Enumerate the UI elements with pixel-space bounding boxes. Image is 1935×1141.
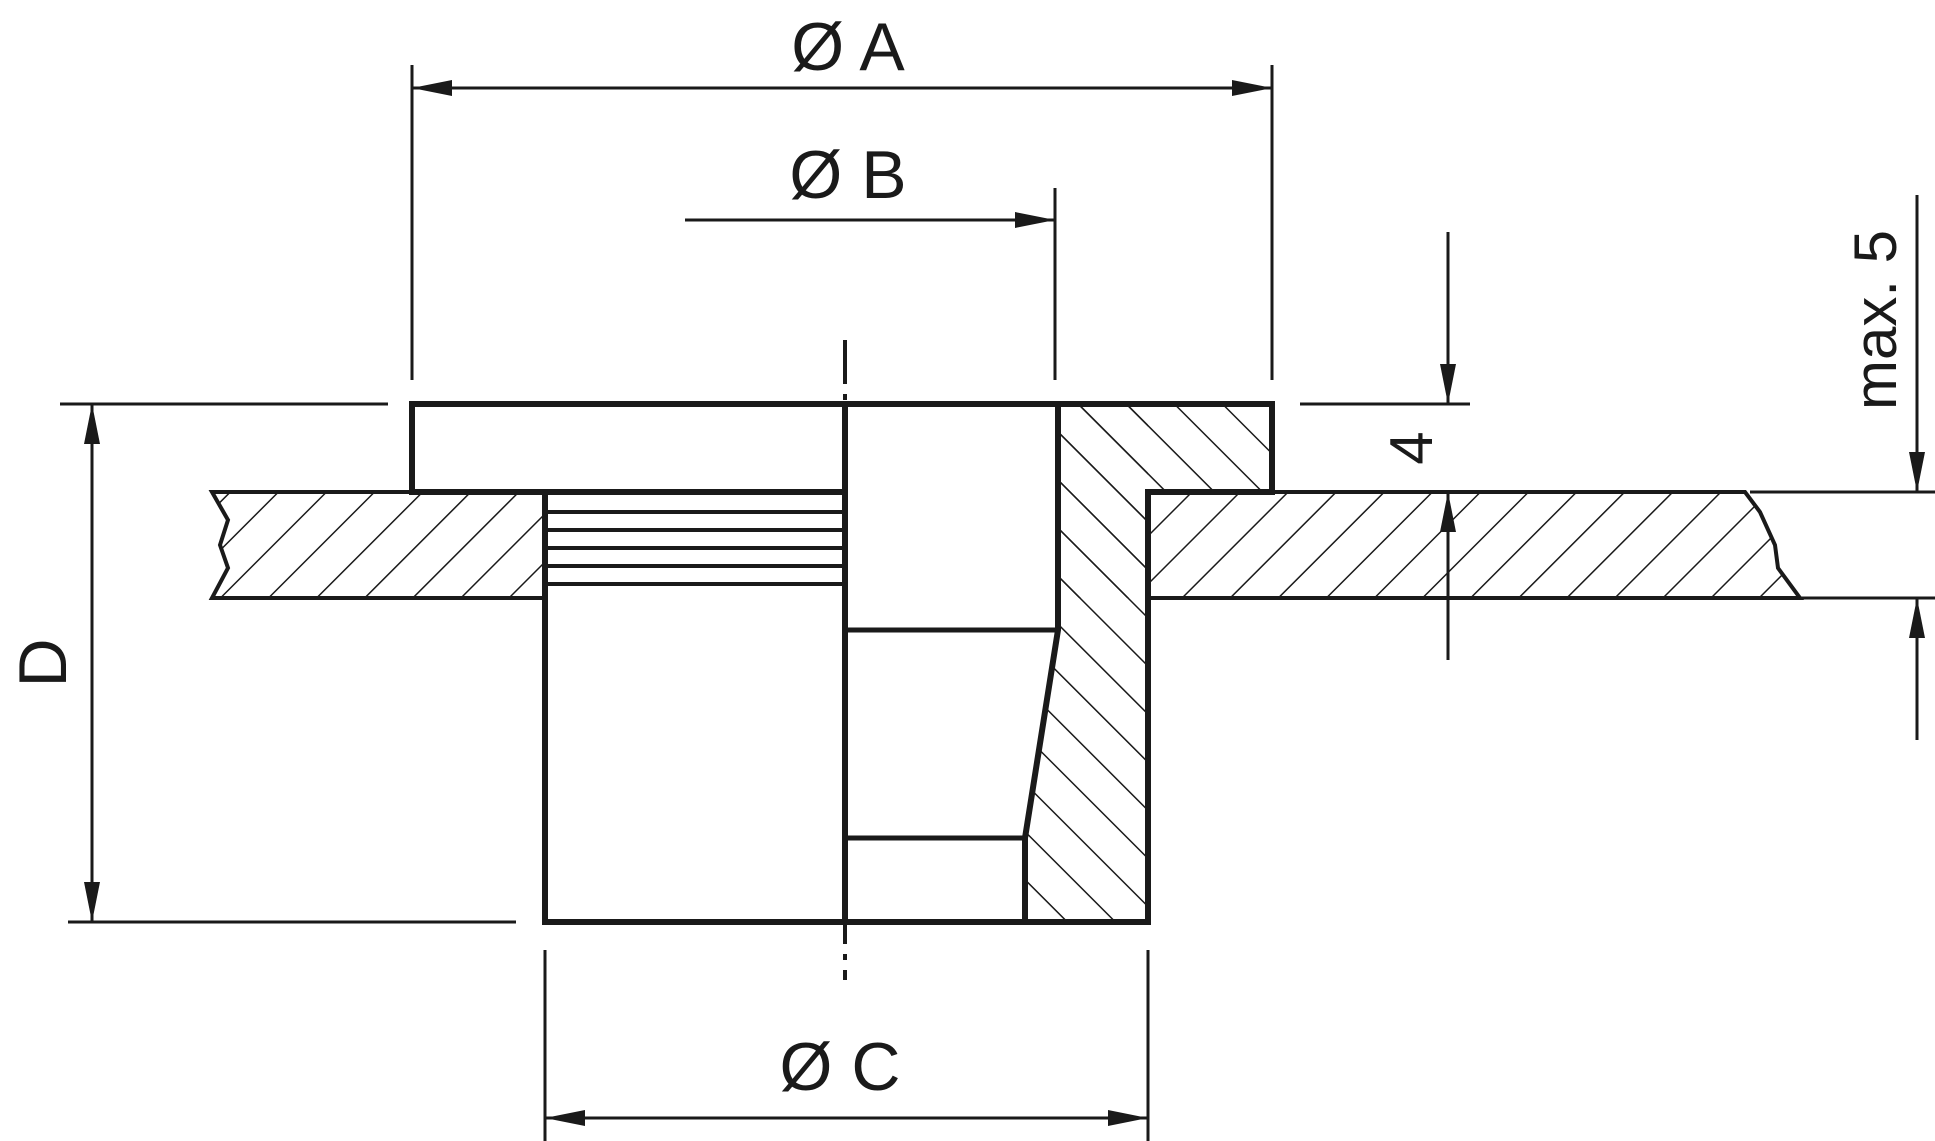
extension-lines <box>60 65 1935 1141</box>
nut-outer-view <box>409 401 848 925</box>
dim-c-label: Ø C <box>780 1029 901 1105</box>
dim-d-label: D <box>5 638 81 687</box>
dim-max5-label: max. 5 <box>1842 230 1909 410</box>
dim-4-label: 4 <box>1378 431 1445 464</box>
sheet-left <box>208 490 547 600</box>
sheet-right <box>1146 490 1804 600</box>
dim-a-label: Ø A <box>791 9 905 85</box>
dim-b-label: Ø B <box>789 137 906 213</box>
knurling-lines <box>545 510 845 586</box>
bore-lines <box>845 404 1061 841</box>
nut-section <box>1022 401 1275 925</box>
dimension-lines <box>84 80 1925 1126</box>
